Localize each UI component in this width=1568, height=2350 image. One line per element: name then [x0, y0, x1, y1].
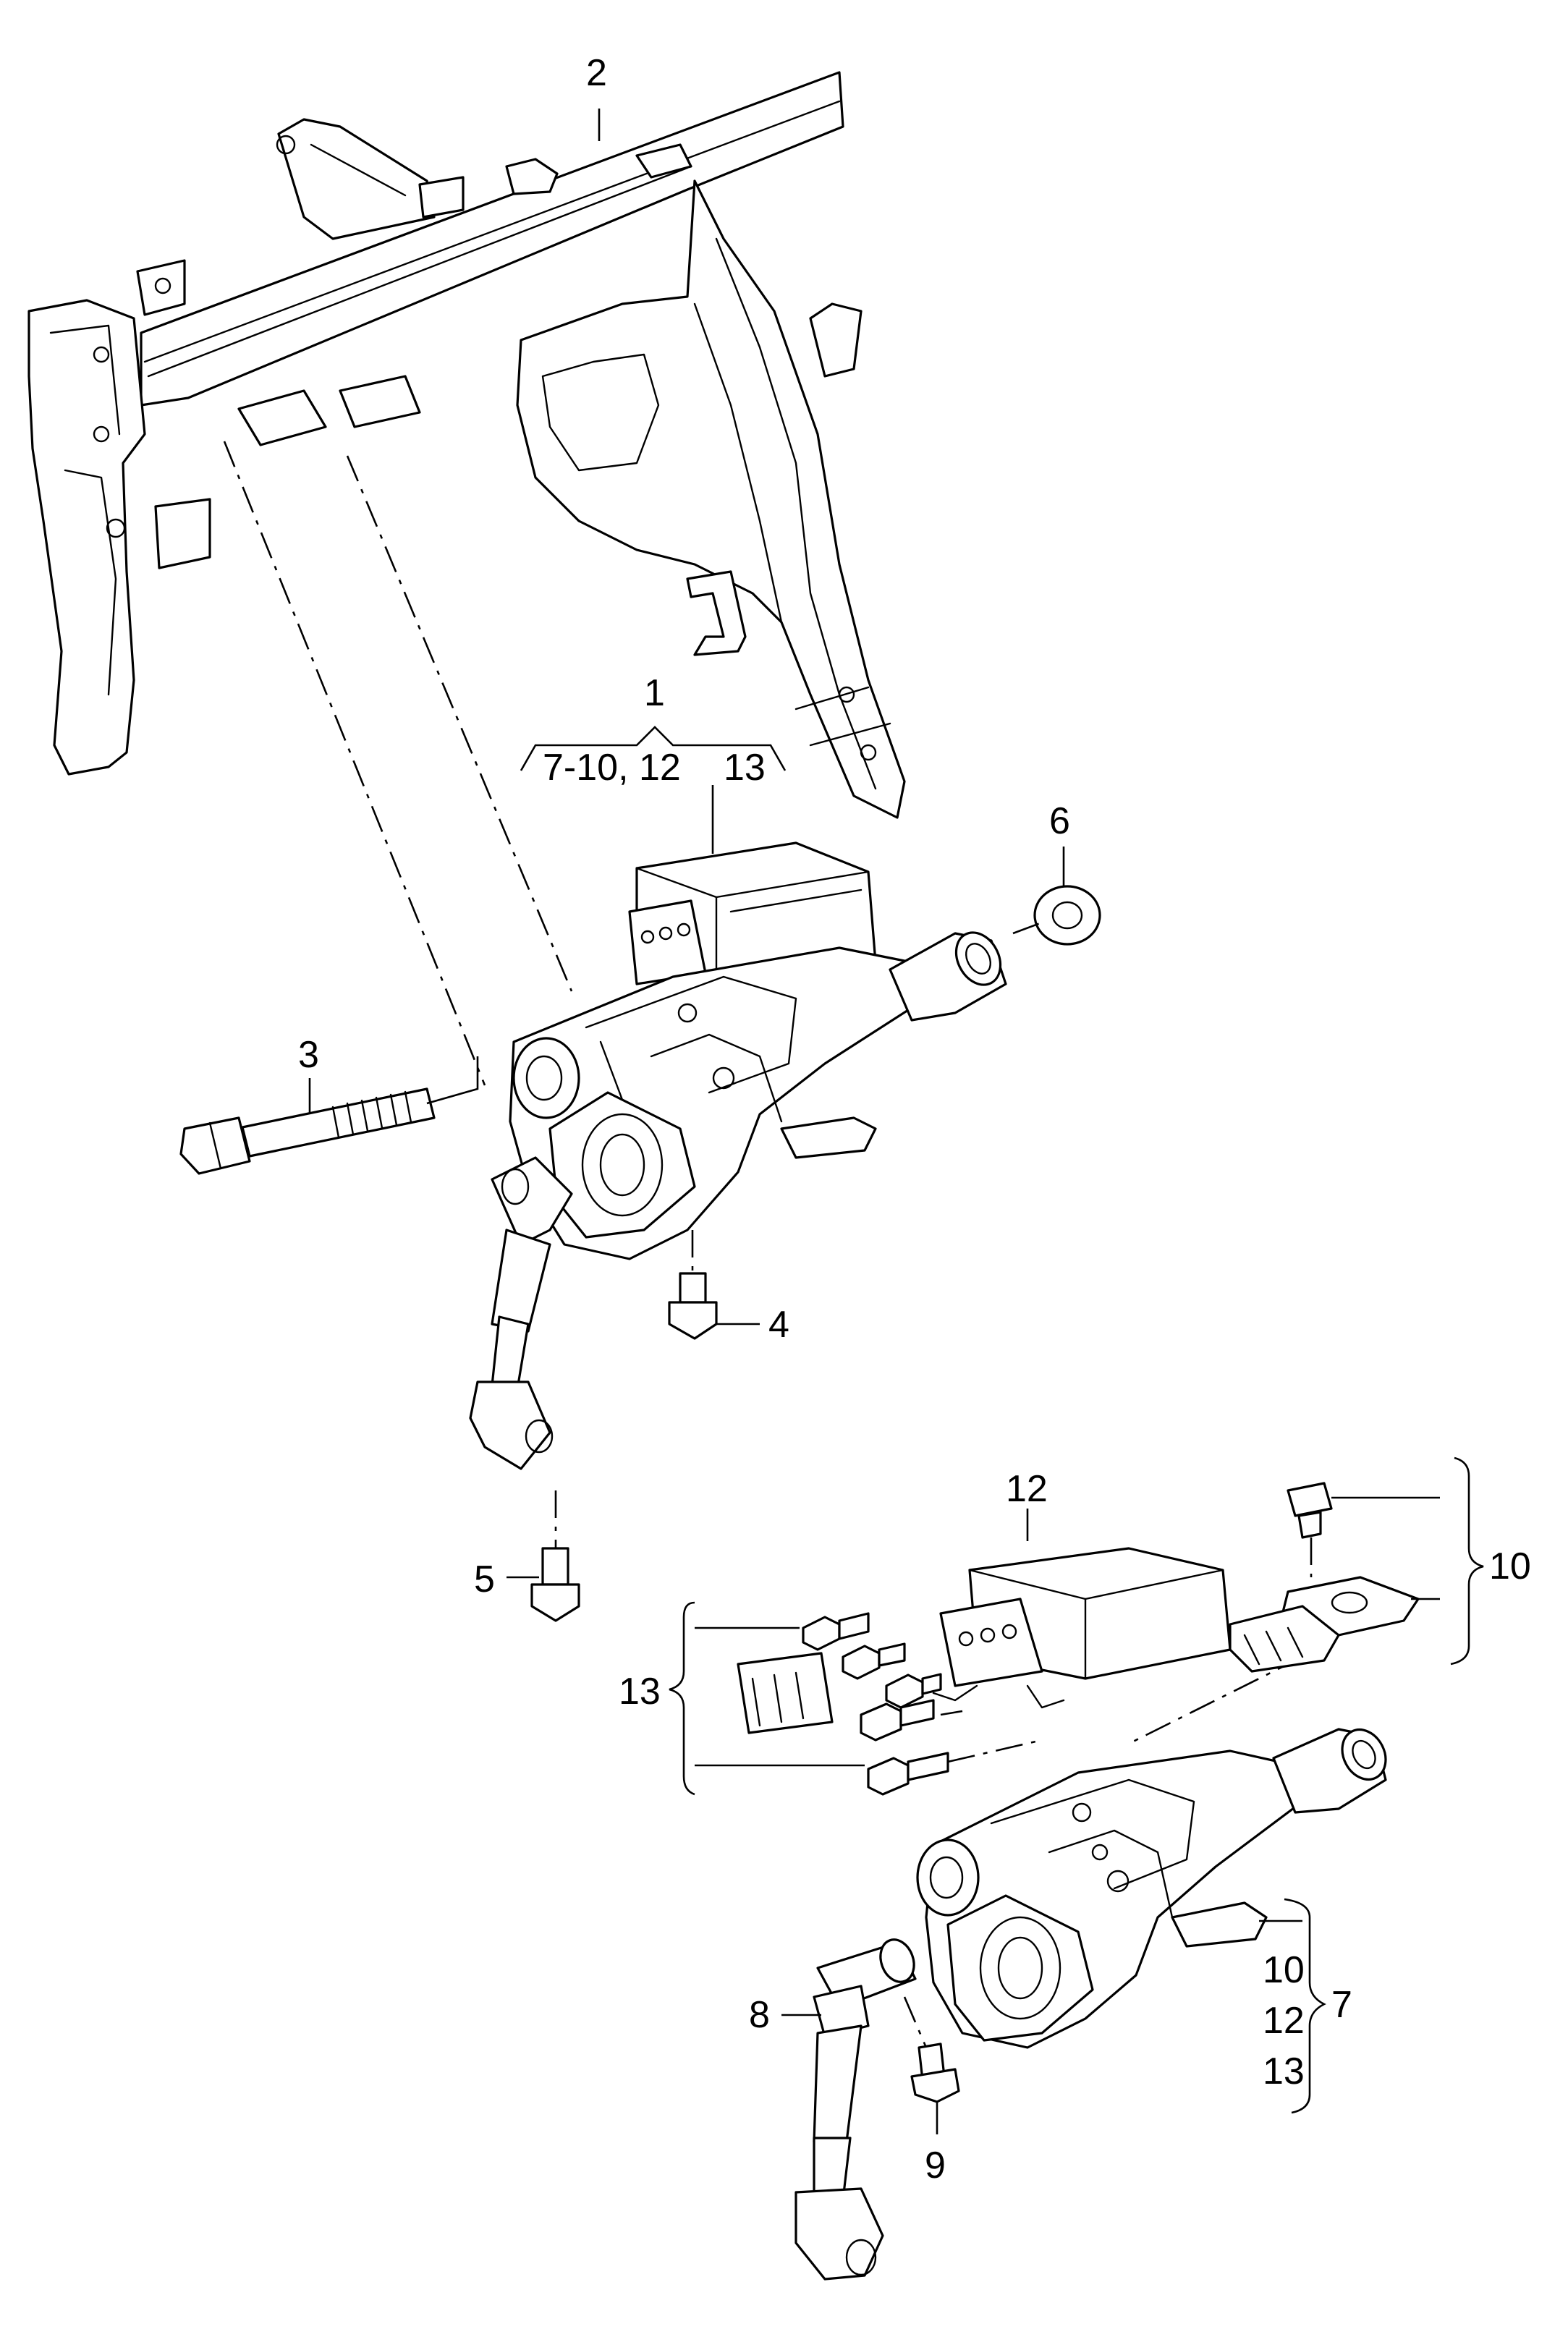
brace-7: [1284, 1898, 1326, 2114]
callout-7: 7: [1331, 1984, 1352, 2026]
bolt-9: [903, 1996, 960, 2134]
callout-7-item-10: 10: [1263, 1949, 1305, 1991]
steering-column-lower: [916, 1728, 1387, 2049]
callout-13: 13: [619, 1671, 661, 1713]
callout-5: 5: [474, 1558, 495, 1600]
bolt-4: [668, 1230, 760, 1340]
callout-1: 1: [644, 672, 665, 714]
callout-12: 12: [1006, 1468, 1048, 1510]
control-unit-12: [932, 1509, 1232, 1709]
callout-9: 9: [925, 2145, 946, 2186]
callout-6: 6: [1049, 800, 1070, 842]
callout-8: 8: [749, 1994, 770, 2036]
bolt-5: [507, 1490, 580, 1622]
screw-set-13: [695, 1612, 1043, 1796]
bolt-3: [179, 1056, 479, 1175]
alignment-lines: [223, 441, 1303, 1745]
nut-6: [1012, 847, 1101, 946]
callout-7-item-13: 13: [1263, 2050, 1305, 2092]
brace-13: [669, 1601, 695, 1796]
callout-1-sub-b: 13: [724, 747, 766, 789]
brace-10: [1450, 1456, 1484, 1666]
callout-1-sub-a: 7-10, 12: [543, 747, 681, 789]
callout-2: 2: [586, 52, 607, 94]
intermediate-shaft-8: [781, 1938, 917, 2281]
bracket-10: [1229, 1482, 1440, 1673]
callout-7-item-12: 12: [1263, 2000, 1305, 2042]
callout-10: 10: [1489, 1545, 1531, 1587]
steering-column-upper: [469, 841, 1007, 1470]
callout-3: 3: [298, 1034, 319, 1076]
callout-4: 4: [768, 1304, 789, 1346]
cross-member: [27, 71, 906, 819]
callout-1-bracket: [520, 726, 787, 771]
